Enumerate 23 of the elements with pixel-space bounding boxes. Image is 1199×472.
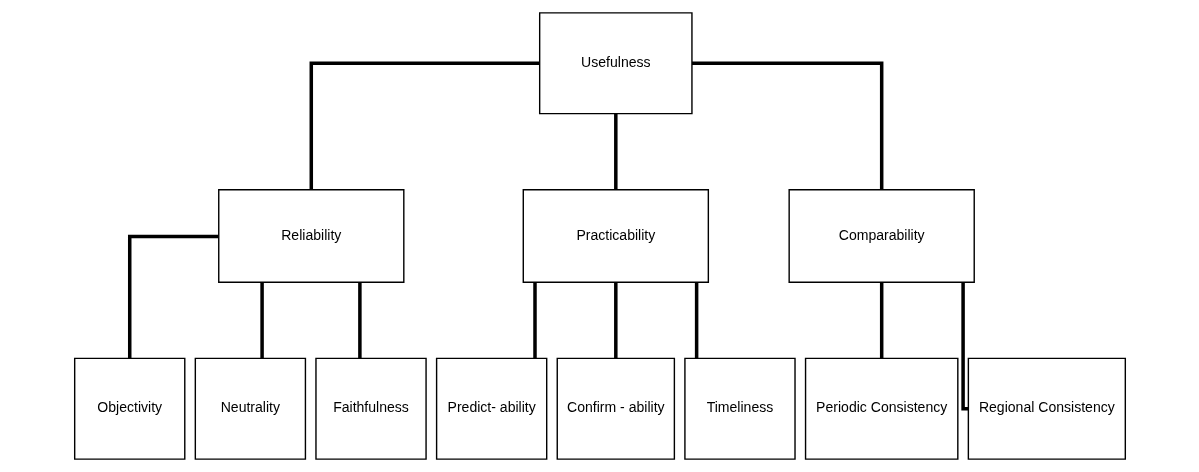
connector <box>613 282 618 359</box>
node-box: Regional Consistency <box>967 357 1126 460</box>
connector <box>259 282 264 359</box>
connector <box>691 61 883 190</box>
connector <box>357 282 362 359</box>
node-box: Periodic Consistency <box>804 357 959 460</box>
node-box: Predict- ability <box>435 357 547 460</box>
connector <box>694 282 698 359</box>
connector <box>879 282 883 359</box>
connector <box>960 282 968 411</box>
connector <box>127 234 218 359</box>
connector <box>309 61 539 190</box>
connector <box>613 113 618 190</box>
node-box: Timeliness <box>683 357 796 460</box>
node-box: Comparability <box>787 189 975 283</box>
node-box: Reliability <box>217 189 404 283</box>
node-box: Neutrality <box>194 357 306 460</box>
connector <box>532 282 537 359</box>
node-box: Faithfulness <box>314 357 427 460</box>
node-box: Confirm - ability <box>556 357 675 460</box>
node-box: Usefulness <box>538 12 693 115</box>
node-box: Objectivity <box>73 357 185 460</box>
node-box: Practicability <box>522 189 709 283</box>
